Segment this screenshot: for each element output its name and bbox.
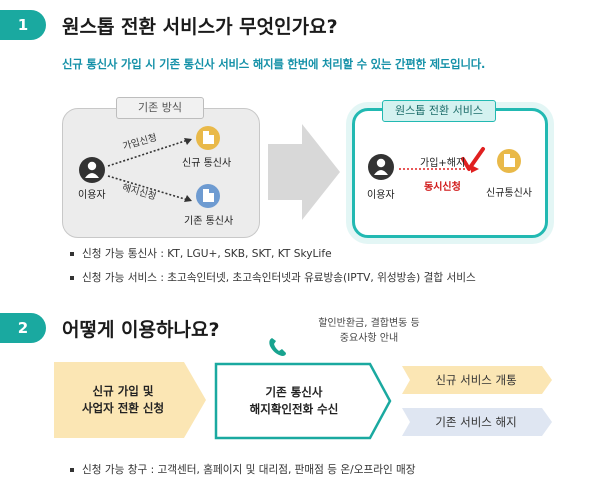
step1-box: 신규 가입 및 사업자 전환 신청 <box>54 362 192 438</box>
bullet-text: 신청 가능 창구 : 고객센터, 홈페이지 및 대리점, 판매점 등 온/오프라… <box>82 464 416 476</box>
onestop-tag: 원스톱 전환 서비스 <box>382 100 496 122</box>
building-icon <box>497 149 521 173</box>
big-arrow-icon <box>268 124 340 220</box>
onestop-diagram <box>368 147 521 180</box>
callout-text: 할인반환금, 결합변동 등 중요사항 안내 <box>294 316 444 346</box>
onestop-carrier-label: 신규통신사 <box>486 188 532 199</box>
results-shapes <box>402 366 552 436</box>
step2-box: 기존 통신사 해지확인전화 수신 <box>216 364 372 438</box>
bullet-icon <box>70 252 74 256</box>
onestop-user-label: 이용자 <box>367 190 395 201</box>
step2-line-1: 기존 통신사 <box>265 385 323 400</box>
step1-shape <box>54 362 206 438</box>
bullet-services: 신청 가능 서비스 : 초고속인터넷, 초고속인터넷과 유료방송(IPTV, 위… <box>70 270 476 285</box>
callout-line-2: 중요사항 안내 <box>339 333 399 344</box>
result-old-service: 기존 서비스 해지 <box>435 415 517 429</box>
bullet-channels: 신청 가능 창구 : 고객센터, 홈페이지 및 대리점, 판매점 등 온/오프라… <box>70 462 416 477</box>
bullet-carriers: 신청 가능 통신사 : KT, LGU+, SKB, SKT, KT SkyLi… <box>70 246 332 261</box>
bullet-icon <box>70 468 74 472</box>
step1-line-1: 신규 가입 및 <box>92 384 154 399</box>
user-icon <box>368 154 394 180</box>
new-carrier-label: 신규 통신사 <box>182 158 232 169</box>
old-user-label: 이용자 <box>78 190 106 201</box>
simultaneous-label: 동시신청 <box>424 182 461 193</box>
building-icon <box>196 126 220 150</box>
step2-line-2: 해지확인전화 수신 <box>249 402 339 416</box>
bullet-text: 신청 가능 서비스 : 초고속인터넷, 초고속인터넷과 유료방송(IPTV, 위… <box>82 272 476 284</box>
bullet-text: 신청 가능 통신사 : KT, LGU+, SKB, SKT, KT SkyLi… <box>82 248 332 260</box>
step2-shape <box>214 362 392 440</box>
old-method-diagram <box>79 126 220 208</box>
building-icon <box>196 184 220 208</box>
check-icon <box>461 147 485 171</box>
section-1-title: 원스톱 전환 서비스가 무엇인가요? <box>62 16 338 38</box>
section-1-subtitle: 신규 통신사 가입 시 기존 통신사 서비스 해지를 한번에 처리할 수 있는 … <box>62 57 486 71</box>
user-icon <box>79 157 105 183</box>
onestop-arrow-label: 가입+해지 <box>420 158 466 169</box>
old-carrier-label: 기존 통신사 <box>184 216 234 227</box>
step-number-1: 1 <box>0 10 46 40</box>
section-2-title: 어떻게 이용하나요? <box>62 319 220 341</box>
step1-line-2: 사업자 전환 신청 <box>81 401 165 415</box>
bullet-icon <box>70 276 74 280</box>
callout-line-1: 할인반환금, 결합변동 등 <box>318 318 420 329</box>
old-method-tag: 기존 방식 <box>116 97 204 119</box>
step-number-2: 2 <box>0 313 46 343</box>
result-new-service: 신규 서비스 개통 <box>435 373 517 387</box>
phone-icon <box>269 338 286 356</box>
